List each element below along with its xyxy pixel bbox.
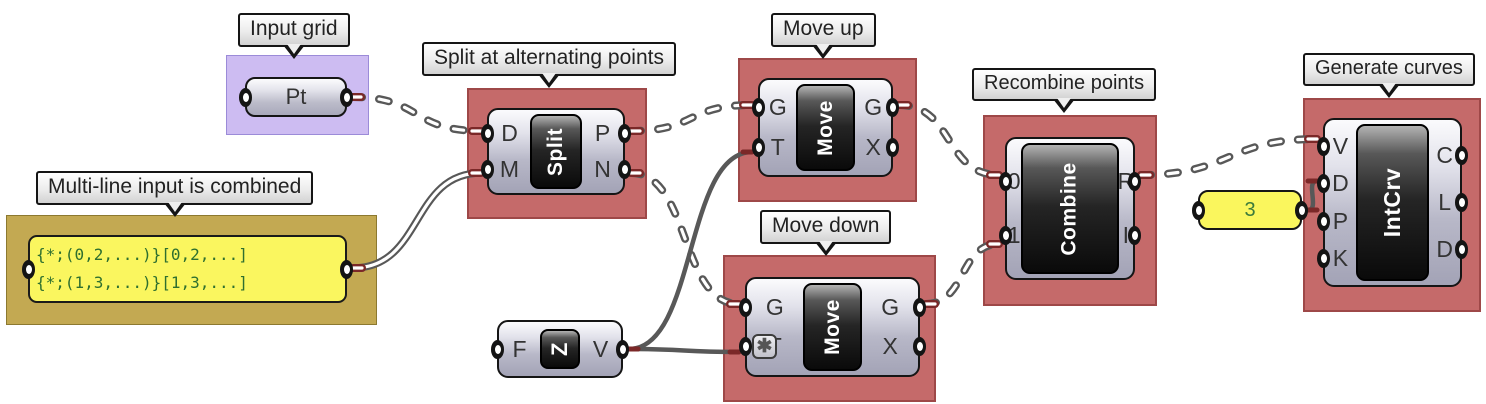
intcrv-output-l-nub[interactable] (1455, 193, 1469, 212)
split-name: Split (544, 127, 567, 176)
moveup-output-g-label: G (864, 94, 883, 121)
combine-input-1-nub[interactable] (999, 226, 1012, 245)
component-split[interactable]: D M Split P N (481, 108, 631, 195)
movedown-name: Move (820, 299, 844, 355)
moveup-name-capsule[interactable]: Move (795, 84, 856, 171)
moveup-input-t-nub[interactable] (752, 137, 765, 157)
movedown-output-g-nub[interactable] (913, 297, 926, 317)
expression-badge-icon[interactable]: ✱ (752, 333, 777, 359)
moveup-output-x-label: X (865, 133, 881, 160)
movedown-input-t-nub[interactable] (739, 337, 752, 357)
unitz-name: Z (546, 342, 572, 356)
component-move-down[interactable]: G ✱ T Move G X (739, 277, 926, 377)
pt-label: Pt (285, 84, 307, 109)
panel-input-nub[interactable] (22, 259, 35, 279)
combine-input-1-label: 1 (1007, 222, 1021, 248)
moveup-output-x-nub[interactable] (886, 137, 899, 157)
intcrv-input-k-nub[interactable] (1317, 249, 1330, 269)
movedown-input-g-label: G (765, 293, 784, 320)
combine-output-i-nub[interactable] (1128, 226, 1141, 245)
callout-input-grid: Input grid (238, 13, 350, 59)
component-combine[interactable]: 0 1 Combine R I (999, 137, 1141, 280)
pt-input-nub[interactable] (239, 87, 252, 107)
combine-input-0-nub[interactable] (999, 172, 1012, 191)
callout-split: Split at alternating points (422, 42, 676, 88)
panel-line-1: {*;(0,2,...)}[0,2,...] (36, 244, 248, 264)
movedown-output-x-label: X (882, 333, 898, 360)
number-panel-output-nub[interactable] (1295, 200, 1308, 220)
panel-line-2: {*;(1,3,...)}[1,3,...] (36, 273, 248, 293)
unitz-name-capsule[interactable]: Z (540, 329, 580, 369)
combine-output-r-nub[interactable] (1128, 172, 1141, 191)
movedown-input-g-nub[interactable] (739, 297, 752, 317)
intcrv-output-l-label: L (1438, 189, 1452, 215)
pt-output-nub[interactable] (340, 87, 353, 107)
callout-multiline: Multi-line input is combined (36, 171, 314, 217)
unitz-input-f-nub[interactable] (491, 339, 504, 359)
split-input-d-nub[interactable] (481, 124, 494, 144)
intcrv-input-p-label: P (1332, 207, 1349, 234)
intcrv-input-p-nub[interactable] (1317, 211, 1330, 231)
movedown-name-capsule[interactable]: Move (802, 283, 863, 371)
split-name-capsule[interactable]: Split (530, 114, 582, 189)
split-input-d-label: D (501, 120, 518, 147)
callout-move-up: Move up (771, 13, 876, 59)
intcrv-input-v-nub[interactable] (1317, 136, 1330, 156)
component-move-up[interactable]: G T Move G X (752, 78, 899, 177)
unitz-output-v-label: V (592, 335, 609, 362)
component-intcrv[interactable]: V D P K IntCrv C L D (1317, 118, 1469, 287)
unitz-input-f-label: F (512, 335, 527, 362)
intcrv-output-d-label: D (1436, 236, 1453, 262)
component-number-panel[interactable]: 3 (1192, 190, 1308, 230)
component-pt[interactable]: Pt (239, 77, 353, 117)
intcrv-output-c-nub[interactable] (1455, 146, 1469, 165)
split-input-m-nub[interactable] (481, 159, 494, 179)
number-panel-input-nub[interactable] (1192, 200, 1205, 220)
intcrv-output-c-label: C (1436, 142, 1453, 168)
movedown-output-x-nub[interactable] (913, 337, 926, 357)
moveup-input-t-label: T (770, 133, 785, 160)
intcrv-name: IntCrv (1379, 167, 1406, 238)
moveup-input-g-label: G (768, 94, 787, 121)
panel-output-nub[interactable] (340, 259, 353, 279)
split-output-n-label: N (594, 155, 611, 182)
callout-recombine: Recombine points (972, 68, 1157, 113)
combine-name: Combine (1058, 161, 1081, 256)
callout-generate: Generate curves (1303, 53, 1475, 98)
intcrv-input-d-nub[interactable] (1317, 174, 1330, 194)
callout-move-down: Move down (760, 210, 892, 256)
split-output-n-nub[interactable] (618, 159, 631, 179)
intcrv-input-d-label: D (1332, 170, 1349, 197)
moveup-input-g-nub[interactable] (752, 98, 765, 118)
split-input-m-label: M (499, 155, 520, 182)
intcrv-name-capsule[interactable]: IntCrv (1355, 124, 1430, 281)
intcrv-input-v-label: V (1332, 132, 1349, 159)
combine-output-i-label: I (1122, 222, 1130, 248)
movedown-output-g-label: G (881, 293, 900, 320)
component-data-panel[interactable]: {*;(0,2,...)}[0,2,...] {*;(1,3,...)}[1,3… (22, 235, 353, 303)
intcrv-input-k-label: K (1332, 245, 1349, 272)
unitz-output-v-nub[interactable] (616, 339, 629, 359)
number-panel-value: 3 (1244, 198, 1256, 221)
combine-name-capsule[interactable]: Combine (1021, 143, 1119, 274)
intcrv-output-d-nub[interactable] (1455, 240, 1469, 259)
combine-input-0-label: 0 (1007, 168, 1021, 194)
split-output-p-label: P (594, 120, 611, 147)
component-unit-z[interactable]: F Z V (491, 320, 629, 378)
moveup-name: Move (813, 99, 837, 156)
